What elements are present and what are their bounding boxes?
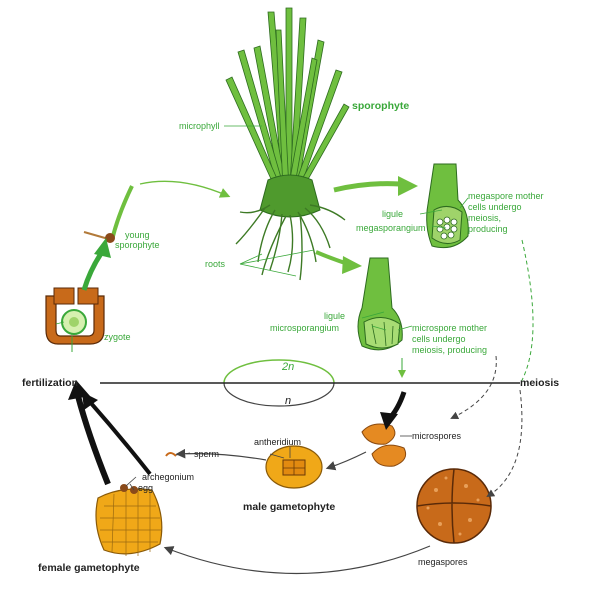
- megasporangium-label: megasporangium: [356, 223, 426, 233]
- meiosis-label: meiosis: [520, 377, 560, 389]
- male-gametophyte-label: male gametophyte: [243, 501, 336, 513]
- female-gametophyte-illustration: [95, 484, 163, 556]
- microspores-label: microspores: [412, 431, 462, 441]
- megaspore-note-line4: producing: [468, 224, 508, 234]
- young-sporophyte-illustration: [83, 185, 134, 243]
- sperm-label: sperm: [194, 449, 220, 459]
- young-sporophyte-label-line1: young: [125, 230, 150, 240]
- megaspores-illustration: [416, 468, 492, 544]
- fertilization-label: fertilization: [22, 377, 79, 389]
- male-gametophyte-illustration: [265, 445, 323, 489]
- zygote-label: zygote: [104, 332, 131, 342]
- zygote-illustration: [45, 287, 105, 352]
- young-sporophyte-label-line2: sporophyte: [115, 240, 160, 250]
- archegonium-label: archegonium: [142, 472, 195, 482]
- sporophyte-label: sporophyte: [352, 100, 410, 112]
- microphyll-label: microphyll: [179, 121, 220, 131]
- haploid-label: n: [285, 395, 292, 407]
- leader-lines: [55, 125, 469, 331]
- microspore-note-line3: meiosis, producing: [412, 345, 488, 355]
- haploid-arc: [223, 382, 335, 407]
- megaspores-label: megaspores: [418, 557, 468, 567]
- microsporangium-label: microsporangium: [270, 323, 340, 333]
- diploid-label: 2n: [282, 361, 295, 373]
- leader-lines-dark: [125, 435, 412, 491]
- diploid-arc: [223, 359, 335, 384]
- ligule-top-label: ligule: [382, 209, 404, 219]
- megaspore-note-line2: cells undergo: [468, 202, 522, 212]
- microspore-note-line1: microspore mother: [412, 323, 488, 333]
- antheridium-label: antheridium: [254, 437, 302, 447]
- egg-label: egg: [138, 483, 154, 493]
- microsporangium-illustration: [357, 257, 403, 351]
- megaspore-note-line3: meiosis,: [468, 213, 502, 223]
- roots-label: roots: [205, 259, 226, 269]
- megaspore-note-line1: megaspore mother: [468, 191, 544, 201]
- ligule-bottom-label: ligule: [324, 311, 346, 321]
- sporophyte-plant: [225, 7, 350, 281]
- microspores-illustration: [361, 423, 407, 467]
- female-gametophyte-label: female gametophyte: [38, 562, 140, 574]
- microspore-note-line2: cells undergo: [412, 334, 466, 344]
